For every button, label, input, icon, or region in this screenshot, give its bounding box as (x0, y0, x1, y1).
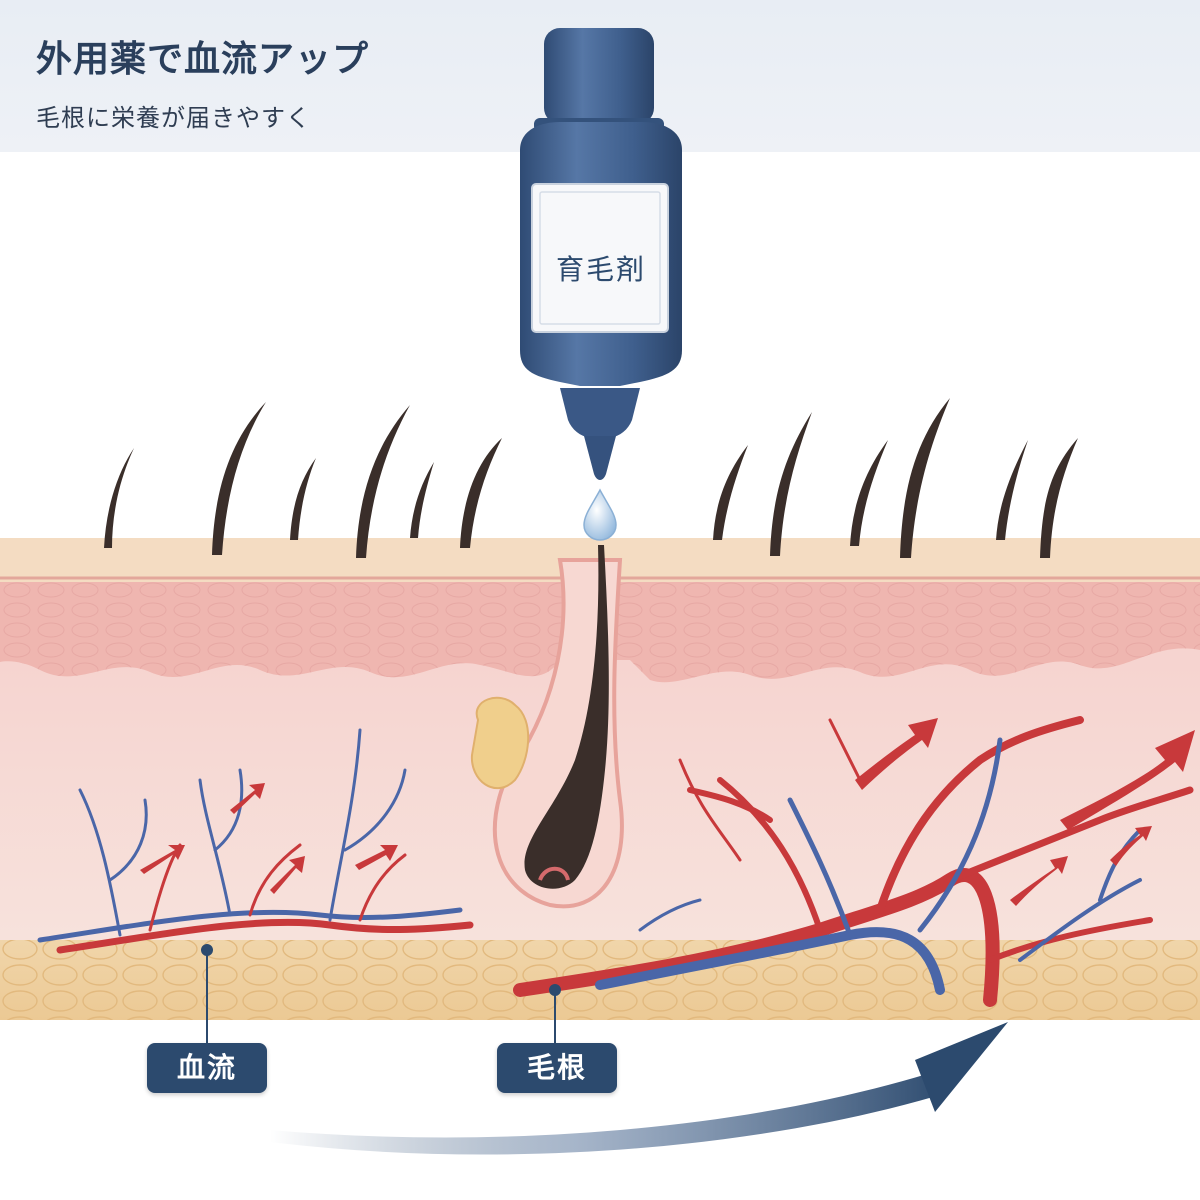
hair-4 (356, 405, 410, 558)
flow-arrow-right-large-1 (855, 718, 938, 790)
sebaceous-gland (470, 696, 530, 790)
hair-shaft (524, 545, 609, 889)
hair-root-label: 毛根 (497, 1043, 617, 1093)
hair-7 (713, 445, 748, 540)
hair-12 (1040, 438, 1078, 558)
hair-bulb-papilla (538, 866, 570, 881)
artery-right-branch-6 (828, 718, 862, 782)
artery-right-branch-3 (946, 786, 1194, 884)
bottle-neck (560, 388, 640, 438)
page-subtitle: 毛根に栄養が届きやすく (36, 104, 311, 132)
flow-arrows-right (855, 718, 1195, 906)
tonic-bottle (520, 28, 682, 480)
artery-left-main (56, 918, 474, 954)
vessels-left (37, 728, 474, 954)
bottle-nozzle (584, 436, 616, 480)
hairs (104, 398, 1078, 558)
vein-right-branch-4 (638, 898, 702, 932)
hair-6 (460, 438, 502, 548)
artery-right-branch-4 (987, 917, 1153, 963)
artery-right-main (513, 868, 1000, 1007)
artery-right-branch-1 (687, 777, 823, 933)
hair-1 (104, 448, 134, 548)
bottle-label (531, 183, 669, 333)
bottle-cap (544, 28, 654, 124)
artery-right-branch-2 (876, 716, 1084, 914)
flow-arrows-left (140, 783, 398, 894)
artery-left-branch-2 (248, 843, 302, 917)
bottle-label-border (539, 191, 661, 325)
leader-hair-root-dot (549, 984, 561, 996)
flow-arrow-left-3 (270, 856, 305, 894)
blood-flow-label: 血流 (147, 1043, 267, 1093)
bottle-label-text: 育毛剤 (555, 253, 646, 286)
vein-left-branch-2 (198, 768, 244, 917)
vein-left-branch-1 (78, 788, 148, 937)
hair-10 (900, 398, 950, 558)
page-title: 外用薬で血流アップ (36, 39, 370, 80)
flow-arrow-left-1 (140, 845, 185, 874)
hair-3 (290, 458, 316, 540)
vessels-right (513, 716, 1194, 1007)
flow-arrow-right-4 (1110, 826, 1152, 866)
flow-arrow-left-4 (355, 845, 398, 870)
vein-right-branch-1 (787, 797, 853, 938)
vein-left-branch-3 (328, 728, 407, 922)
hair-5 (410, 462, 434, 538)
improvement-arrow-shaft (270, 1070, 950, 1155)
artery-left-branch-3 (358, 853, 407, 922)
vein-right-main (595, 927, 945, 995)
label-leaders (201, 944, 561, 1043)
hair-2 (212, 402, 266, 555)
improvement-arrow (270, 1022, 1008, 1155)
leader-blood-flow-dot (201, 944, 213, 956)
improvement-arrow-head (915, 1022, 1008, 1112)
hair-8 (770, 412, 812, 556)
hair-9 (850, 440, 888, 546)
flow-arrow-left-2 (230, 783, 265, 814)
hair-follicle (470, 545, 624, 909)
tonic-drop (583, 488, 617, 541)
flow-arrow-right-3 (1010, 856, 1068, 906)
artery-right-branch-5 (678, 758, 742, 862)
vein-right-branch-2 (917, 737, 1003, 933)
hair-11 (996, 440, 1028, 540)
flow-arrow-right-large-2 (1060, 730, 1195, 830)
